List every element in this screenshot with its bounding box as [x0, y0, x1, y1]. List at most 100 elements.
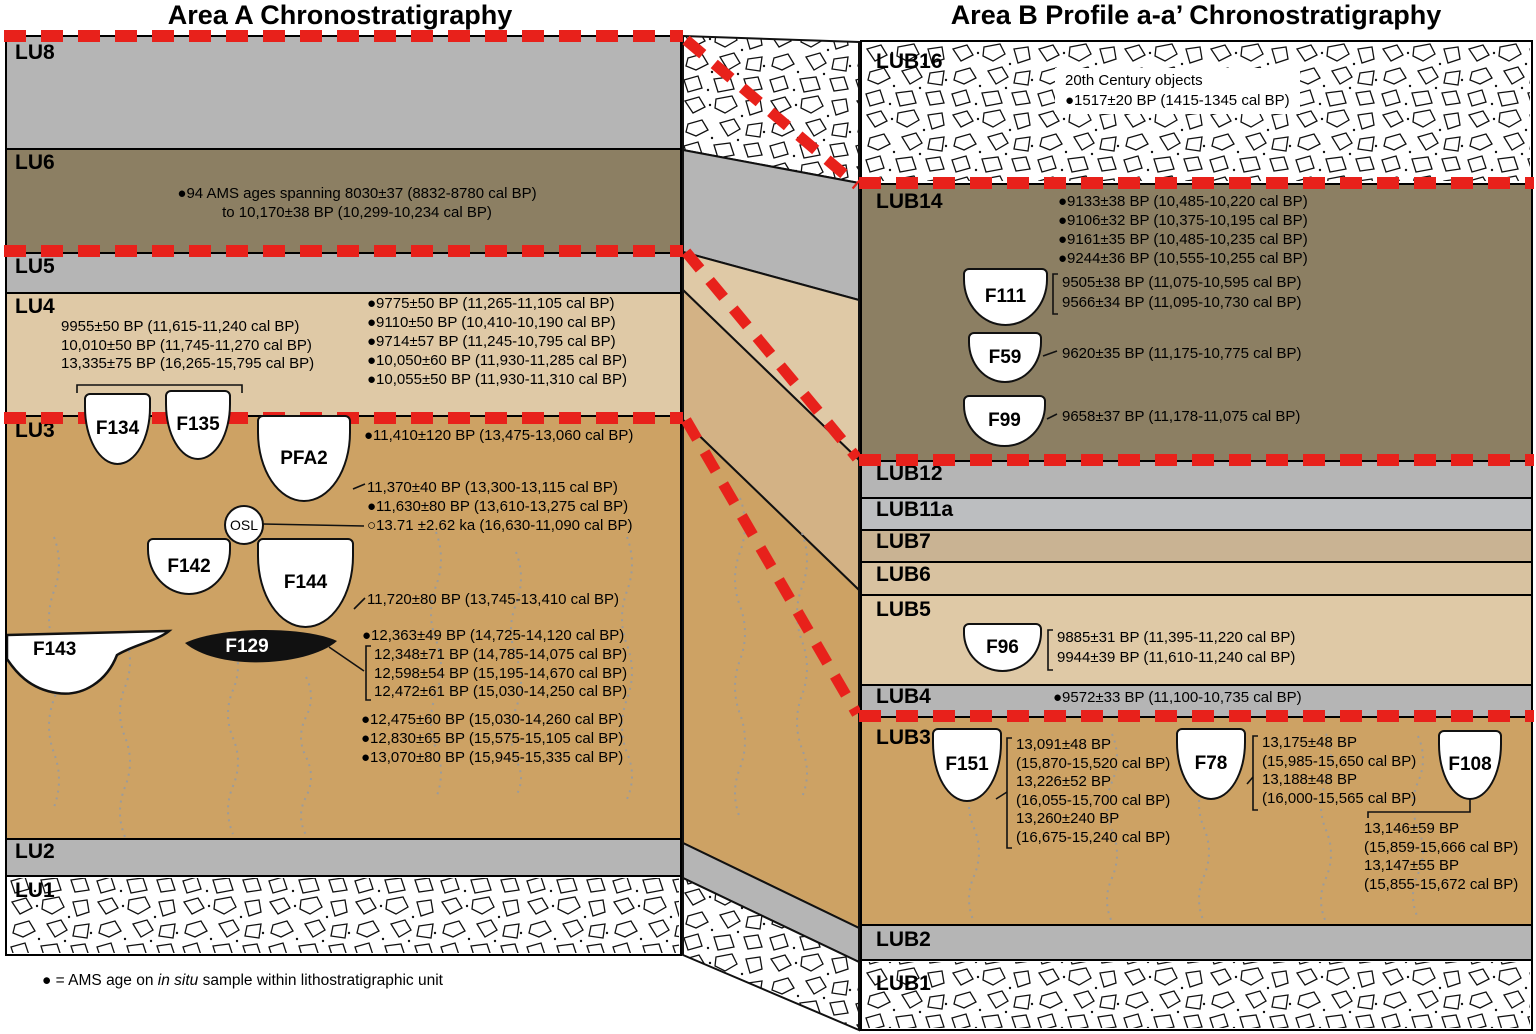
- figure-legend: ● = AMS age on in situ sample within lit…: [42, 972, 443, 990]
- date-line: 9566±34 BP (11,095-10,730 cal BP): [1062, 294, 1302, 311]
- date-line: ●9106±32 BP (10,375-10,195 cal BP): [1058, 212, 1308, 229]
- pfa2-dates: 11,370±40 BP (13,300-13,115 cal BP)●11,6…: [367, 478, 633, 535]
- layer-lub2: [862, 924, 1531, 959]
- wedge-rubble-bottom: [682, 876, 860, 1032]
- lu3-bottom-dates: ●12,475±60 BP (15,030-14,260 cal BP)●12,…: [361, 710, 623, 767]
- correlation-line-lower: [681, 417, 862, 717]
- date-line: (16,055-15,700 cal BP): [1016, 791, 1171, 809]
- correlation-wedge: [681, 34, 862, 1032]
- feature-f135-label: F135: [176, 414, 220, 435]
- date-line: ●13,070±80 BP (15,945-15,335 cal BP): [361, 749, 624, 766]
- date-line: ○13.71 ±2.62 ka (16,630-11,090 cal BP): [367, 517, 633, 534]
- date-line: 9955±50 BP (11,615-11,240 cal BP): [61, 318, 300, 335]
- date-line: ●9714±57 BP (11,245-10,795 cal BP): [367, 333, 616, 350]
- date-line: 13,226±52 BP: [1016, 773, 1111, 790]
- date-line: (15,870-15,520 cal BP): [1016, 754, 1171, 772]
- layer-lu8-label: LU8: [15, 41, 55, 64]
- layer-lub1: [862, 959, 1531, 1028]
- feature-f99-label: F99: [988, 410, 1021, 431]
- lu6-ams-summary: ●94 AMS ages spanning 8030±37 (8832-8780…: [157, 184, 557, 222]
- date-line: ●10,055±50 BP (11,930-11,310 cal BP): [367, 371, 627, 388]
- legend-suffix: sample within lithostratigraphic unit: [198, 972, 443, 989]
- date-line: 12,472±61 BP (15,030-14,250 cal BP): [374, 683, 628, 700]
- layer-lub16-label: LUB16: [876, 50, 943, 73]
- date-line: 13,188±48 BP: [1262, 771, 1357, 788]
- date-line: ●94 AMS ages spanning 8030±37 (8832-8780…: [177, 185, 537, 202]
- date-line: 13,175±48 BP: [1262, 734, 1357, 751]
- layer-lub1-label: LUB1: [876, 972, 931, 995]
- red-dashed-boundary-lub16-lub14: [859, 177, 1534, 189]
- date-line: ●9110±50 BP (10,410-10,190 cal BP): [367, 314, 616, 331]
- legend-italic-term: in situ: [157, 972, 199, 989]
- date-line: 9944±39 BP (11,610-11,240 cal BP): [1057, 649, 1296, 666]
- date-line: ●12,830±65 BP (15,575-15,105 cal BP): [361, 730, 624, 747]
- area-b-panel: LUB16 LUB14 LUB12 LUB11a LUB7 LUB6 LUB5 …: [859, 40, 1534, 1031]
- red-dashed-boundary-lub4-lub3: [859, 710, 1534, 722]
- layer-lu5-label: LU5: [15, 255, 55, 278]
- red-dashed-boundary-lu8-top: [4, 30, 683, 42]
- layer-lub11a-label: LUB11a: [876, 498, 954, 521]
- feature-f134-label: F134: [95, 418, 140, 439]
- date-line: ●9775±50 BP (11,265-11,105 cal BP): [367, 295, 615, 312]
- feature-f96-label: F96: [986, 636, 1019, 658]
- f108-dates: 13,146±59 BP(15,859-15,666 cal BP)13,147…: [1364, 820, 1518, 894]
- feature-f108-label: F108: [1448, 754, 1492, 775]
- wedge-strata-bands: [682, 34, 860, 1032]
- feature-f143-label: F143: [33, 639, 77, 660]
- layer-lu6-label: LU6: [15, 151, 55, 174]
- date-line: 12,598±54 BP (15,195-14,670 cal BP): [374, 664, 628, 682]
- lub14-insitu-dates: ●9133±38 BP (10,485-10,220 cal BP)●9106±…: [1058, 192, 1308, 268]
- f151-dates: 13,091±48 BP(15,870-15,520 cal BP)13,226…: [1016, 736, 1170, 847]
- layer-lub6-label: LUB6: [876, 563, 931, 586]
- f99-date: 9658±37 BP (11,178-11,075 cal BP): [1062, 408, 1301, 425]
- lu4-insitu-dates: ●9775±50 BP (11,265-11,105 cal BP) ●9110±…: [367, 294, 627, 389]
- feature-pfa2-label: PFA2: [280, 447, 328, 469]
- layer-lub11a: [862, 497, 1531, 529]
- layer-lub4-label: LUB4: [876, 685, 931, 708]
- f96-dates: 9885±31 BP (11,395-11,220 cal BP)9944±39…: [1057, 628, 1295, 668]
- f111-dates: 9505±38 BP (11,075-10,595 cal BP) 9566±34…: [1062, 273, 1302, 313]
- date-line: ●10,050±60 BP (11,930-11,285 cal BP): [367, 352, 627, 369]
- date-line: 12,348±71 BP (14,785-14,075 cal BP): [374, 646, 628, 663]
- layer-lub3-label: LUB3: [876, 726, 931, 749]
- date-line: (15,855-15,672 cal BP): [1364, 875, 1519, 893]
- date-line: 13,335±75 BP (16,265-15,795 cal BP): [61, 355, 315, 372]
- layer-lu3-label: LU3: [15, 419, 55, 442]
- layer-lub14-label: LUB14: [876, 190, 943, 213]
- f129-top-date: ●12,363±49 BP (14,725-14,120 cal BP): [362, 627, 625, 644]
- area-b-title: Area B Profile a-a’ Chronostratigraphy: [950, 0, 1442, 30]
- layer-lub7: [862, 529, 1531, 561]
- layer-lu2-label: LU2: [15, 840, 55, 863]
- date-line: ●9161±35 BP (10,485-10,235 cal BP): [1058, 231, 1308, 248]
- feature-f144-label: F144: [283, 572, 328, 593]
- feature-f151-label: F151: [945, 754, 989, 775]
- date-line: (15,859-15,666 cal BP): [1364, 838, 1519, 856]
- correlation-lines: [681, 35, 862, 717]
- f59-date: 9620±35 BP (11,175-10,775 cal BP): [1062, 345, 1302, 362]
- layer-lub2-label: LUB2: [876, 928, 931, 951]
- date-line: to 10,170±38 BP (10,299-10,234 cal BP): [222, 204, 492, 221]
- date-line: 11,370±40 BP (13,300-13,115 cal BP): [367, 479, 618, 496]
- legend-prefix: ● = AMS age on: [42, 972, 158, 989]
- wedge-wavy-traces: [734, 497, 808, 819]
- red-dashed-boundary-lub14-lub12: [859, 454, 1534, 466]
- correlation-line-middle: [681, 248, 862, 462]
- feature-f59-label: F59: [988, 346, 1022, 368]
- layer-lub5-label: LUB5: [876, 598, 931, 621]
- date-line: 13,147±55 BP: [1364, 857, 1459, 874]
- layer-lu2: [7, 838, 680, 875]
- layer-lu1: [7, 875, 680, 953]
- date-line: (16,000-15,565 cal BP): [1262, 789, 1417, 807]
- layer-lu5: [7, 252, 680, 292]
- layer-lub7-label: LUB7: [876, 530, 931, 553]
- feature-f142-label: F142: [167, 555, 211, 577]
- lu4-feature-dates: 9955±50 BP (11,615-11,240 cal BP)10,010±…: [61, 318, 314, 374]
- red-dashed-boundary-lu6-lu5: [4, 245, 683, 257]
- osl-label: OSL: [229, 517, 258, 533]
- area-a-panel: LU8 LU6 LU5 LU4 LU3 LU2 LU1 ●94 AMS ages…: [4, 30, 683, 956]
- date-line: 9505±38 BP (11,075-10,595 cal BP): [1062, 274, 1302, 291]
- f144-date: 11,720±80 BP (13,745-13,410 cal BP): [367, 591, 620, 608]
- layer-lu6: [7, 148, 680, 252]
- f129-bracket-dates: 12,348±71 BP (14,785-14,075 cal BP)12,59…: [374, 646, 627, 702]
